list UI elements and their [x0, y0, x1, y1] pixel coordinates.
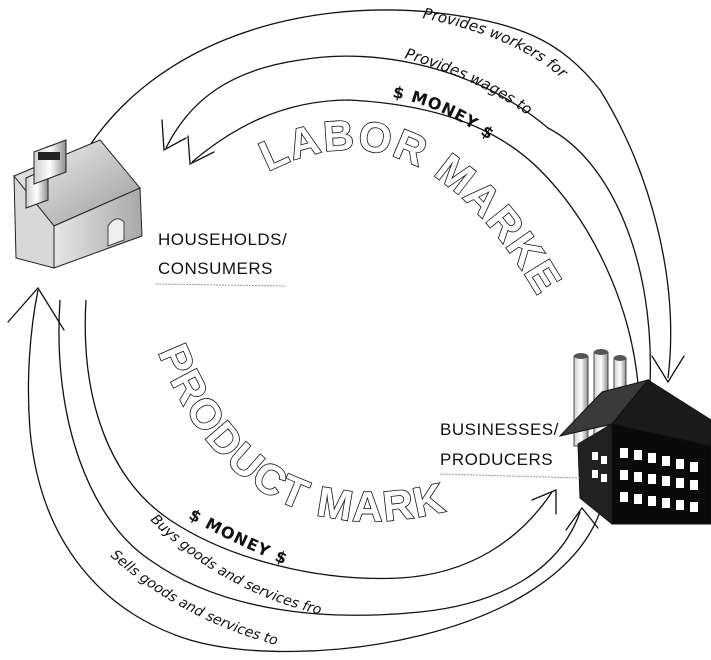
sells-goods-text: Sells goods and services to: [107, 547, 279, 649]
households-label-line1: HOUSEHOLDS/: [158, 230, 287, 249]
arrow-money-to-businesses: [84, 299, 553, 580]
arrow-workers-to-businesses: [87, 9, 672, 379]
households-label: HOUSEHOLDS/ CONSUMERS: [155, 230, 287, 287]
house-icon: [13, 139, 143, 269]
arrow-workers-head: [651, 355, 685, 384]
arrow-wages-to-households: [165, 55, 652, 385]
arrow-buys-from-businesses: [58, 299, 581, 616]
buys-goods-label: Buys goods and services from: [0, 0, 323, 618]
labor-flow-arrows: [87, 9, 685, 385]
arrow-buys-head: [565, 506, 599, 531]
businesses-label-line1: BUSINESSES/: [440, 420, 559, 439]
households-label-line2: CONSUMERS: [158, 259, 273, 278]
buys-goods-text: Buys goods and services from: [0, 0, 323, 618]
product-flow-arrows: [7, 286, 603, 653]
arrow-sells-head: [7, 286, 65, 331]
arrow-money-product-head: [531, 489, 557, 515]
arrow-sells-to-households: [27, 289, 603, 653]
arrow-money-labor-head: [187, 135, 215, 166]
arrow-wages-head: [161, 119, 187, 152]
factory-icon: [558, 349, 711, 526]
sells-goods-label: Sells goods and services to: [107, 547, 279, 649]
businesses-label: BUSINESSES/ PRODUCERS: [439, 420, 581, 479]
arrow-money-to-households: [191, 99, 639, 385]
businesses-label-line2: PRODUCERS: [440, 450, 553, 469]
